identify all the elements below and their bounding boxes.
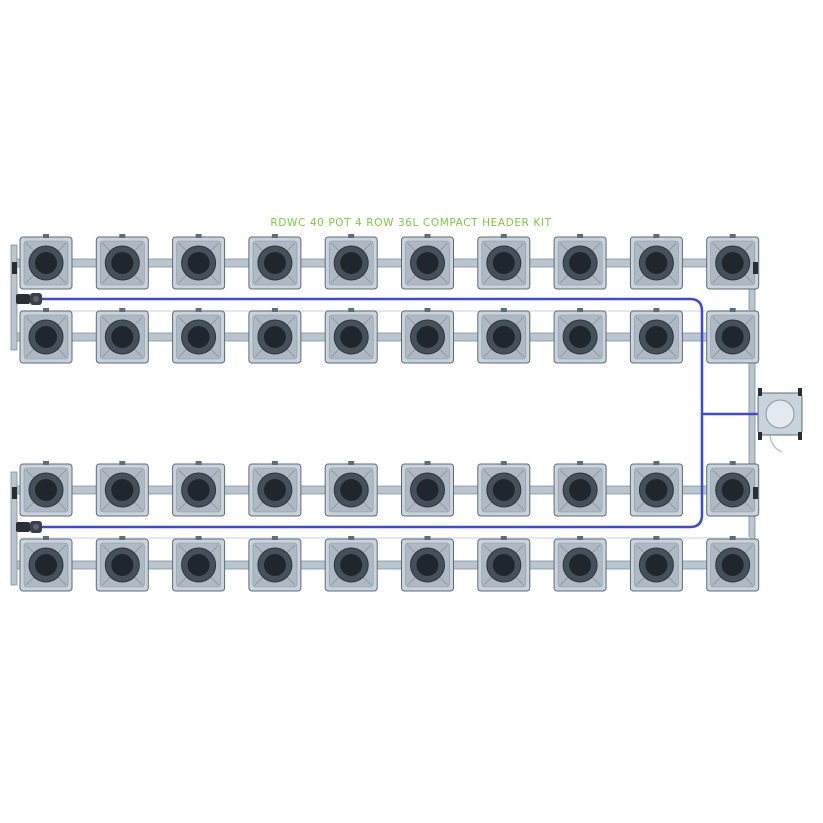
pot-square-icon [19, 461, 73, 517]
valve-connector-icon [16, 293, 42, 305]
pot-square-icon [706, 536, 760, 592]
pot-grid [19, 234, 760, 592]
header-tank-icon [757, 388, 803, 453]
end-cap-icon [12, 262, 17, 274]
end-cap-icon [12, 487, 17, 499]
blue-feed-lines [40, 297, 758, 529]
pot-square-icon [706, 308, 760, 364]
valve-connectors [12, 262, 758, 533]
pot-square-icon [172, 308, 226, 364]
pot-square-icon [248, 536, 302, 592]
pot-square-icon [629, 234, 683, 290]
pot-square-icon [477, 234, 531, 290]
pot-square-icon [553, 461, 607, 517]
pipe-network [10, 244, 759, 586]
pot-square-icon [706, 461, 760, 517]
pot-square-icon [324, 461, 378, 517]
pot-square-icon [477, 308, 531, 364]
pot-square-icon [95, 308, 149, 364]
pot-square-icon [19, 234, 73, 290]
pot-square-icon [629, 536, 683, 592]
pot-square-icon [248, 234, 302, 290]
pot-square-icon [19, 536, 73, 592]
pot-square-icon [401, 308, 454, 364]
pot-square-icon [553, 536, 607, 592]
pot-square-icon [553, 234, 607, 290]
diagram-title: RDWC 40 POT 4 ROW 36L COMPACT HEADER KIT [270, 217, 551, 229]
pot-square-icon [324, 308, 378, 364]
pot-square-icon [324, 536, 378, 592]
pot-square-icon [172, 536, 226, 592]
pot-square-icon [172, 234, 226, 290]
pot-square-icon [95, 461, 149, 517]
pot-square-icon [95, 234, 149, 290]
end-cap-icon [753, 487, 758, 499]
pot-square-icon [248, 461, 302, 517]
pot-square-icon [19, 308, 73, 364]
pot-square-icon [706, 234, 760, 290]
end-cap-icon [753, 262, 758, 274]
pot-square-icon [324, 234, 378, 290]
pot-square-icon [401, 234, 454, 290]
pot-square-icon [95, 536, 149, 592]
pot-square-icon [553, 308, 607, 364]
pot-square-icon [629, 461, 683, 517]
pot-square-icon [401, 461, 454, 517]
pot-square-icon [629, 308, 683, 364]
valve-connector-icon [16, 521, 42, 533]
pot-square-icon [172, 461, 226, 517]
pot-square-icon [477, 461, 531, 517]
pot-square-icon [248, 308, 302, 364]
pot-square-icon [477, 536, 531, 592]
pot-square-icon [401, 536, 454, 592]
